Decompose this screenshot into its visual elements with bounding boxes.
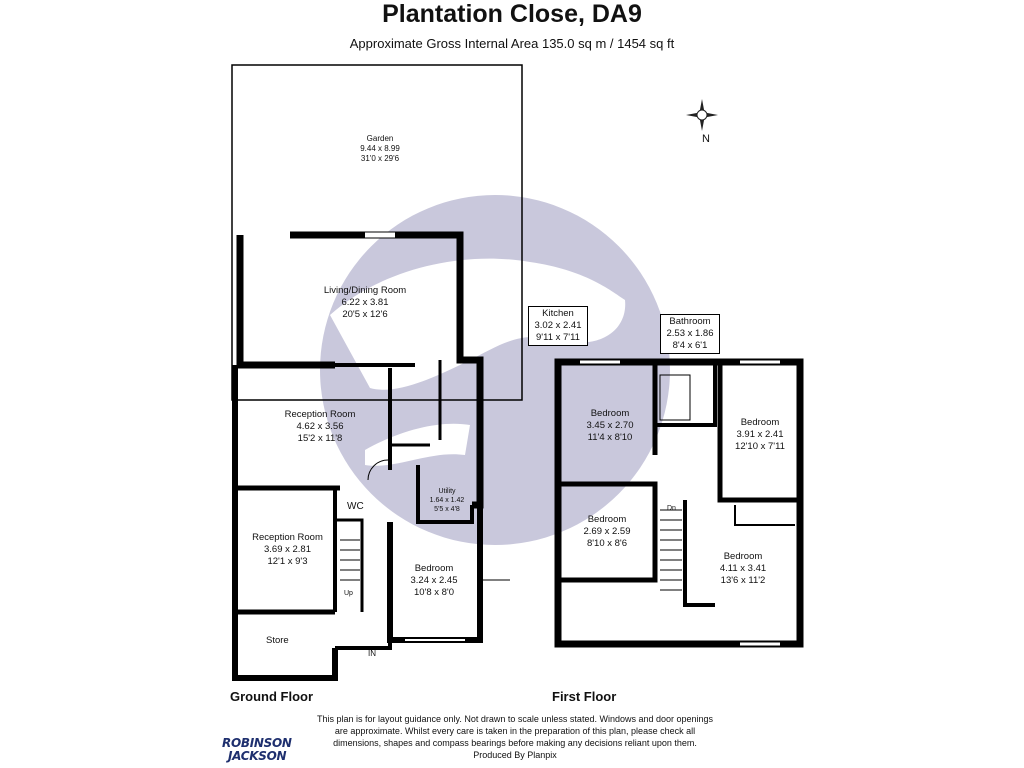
room-wc: WC bbox=[347, 501, 364, 512]
first-floor-plan bbox=[554, 358, 804, 648]
first-floor-label: First Floor bbox=[552, 689, 617, 704]
agency-logo: ROBINSON JACKSON bbox=[222, 736, 292, 763]
garden-boundary bbox=[231, 64, 523, 401]
living-room-walls bbox=[236, 235, 335, 369]
room-kitchen: Kitchen 3.02 x 2.41 9'11 x 7'11 bbox=[528, 306, 588, 346]
watermark-logo bbox=[320, 195, 670, 545]
stairs-up-label: Up bbox=[344, 590, 353, 597]
room-bedroom-1: Bedroom 3.45 x 2.70 11'4 x 8'10 bbox=[586, 408, 634, 443]
room-reception-2: Reception Room 3.69 x 2.81 12'1 x 9'3 bbox=[252, 532, 323, 567]
room-utility: Utility 1.64 x 1.42 5'5 x 4'8 bbox=[429, 488, 465, 513]
room-bathroom: Bathroom 2.53 x 1.86 8'4 x 6'1 bbox=[660, 314, 720, 354]
room-reception-1: Reception Room 4.62 x 3.56 15'2 x 11'8 bbox=[284, 409, 356, 444]
room-bedroom-ground: Bedroom 3.24 x 2.45 10'8 x 8'0 bbox=[410, 563, 458, 598]
entrance-label: IN bbox=[368, 649, 376, 658]
compass-rose-icon bbox=[686, 99, 718, 131]
ground-floor-label: Ground Floor bbox=[230, 689, 314, 704]
room-garden: Garden 9.44 x 8.99 31'0 x 29'6 bbox=[360, 134, 400, 163]
room-bedroom-3: Bedroom 2.69 x 2.59 8'10 x 8'6 bbox=[583, 514, 631, 549]
room-bedroom-2: Bedroom 3.91 x 2.41 12'10 x 7'11 bbox=[735, 417, 785, 452]
disclaimer-text: This plan is for layout guidance only. N… bbox=[316, 714, 714, 760]
wc-walls bbox=[335, 518, 364, 612]
ground-floor-plan bbox=[231, 64, 523, 681]
room-living-dining: Living/Dining Room 6.22 x 3.81 20'5 x 12… bbox=[323, 285, 407, 320]
utility-walls bbox=[416, 465, 474, 524]
room-bedroom-4: Bedroom 4.11 x 3.41 13'6 x 11'2 bbox=[719, 551, 767, 586]
bathroom-walls bbox=[655, 362, 717, 427]
room-store: Store bbox=[266, 635, 289, 646]
plan-subtitle: Approximate Gross Internal Area 135.0 sq… bbox=[349, 36, 675, 51]
compass-label: N bbox=[702, 133, 710, 145]
plan-title: Plantation Close, DA9 bbox=[382, 0, 642, 28]
first-floor-outer-walls bbox=[554, 358, 804, 648]
stairs-down-label: Dn bbox=[667, 505, 676, 512]
